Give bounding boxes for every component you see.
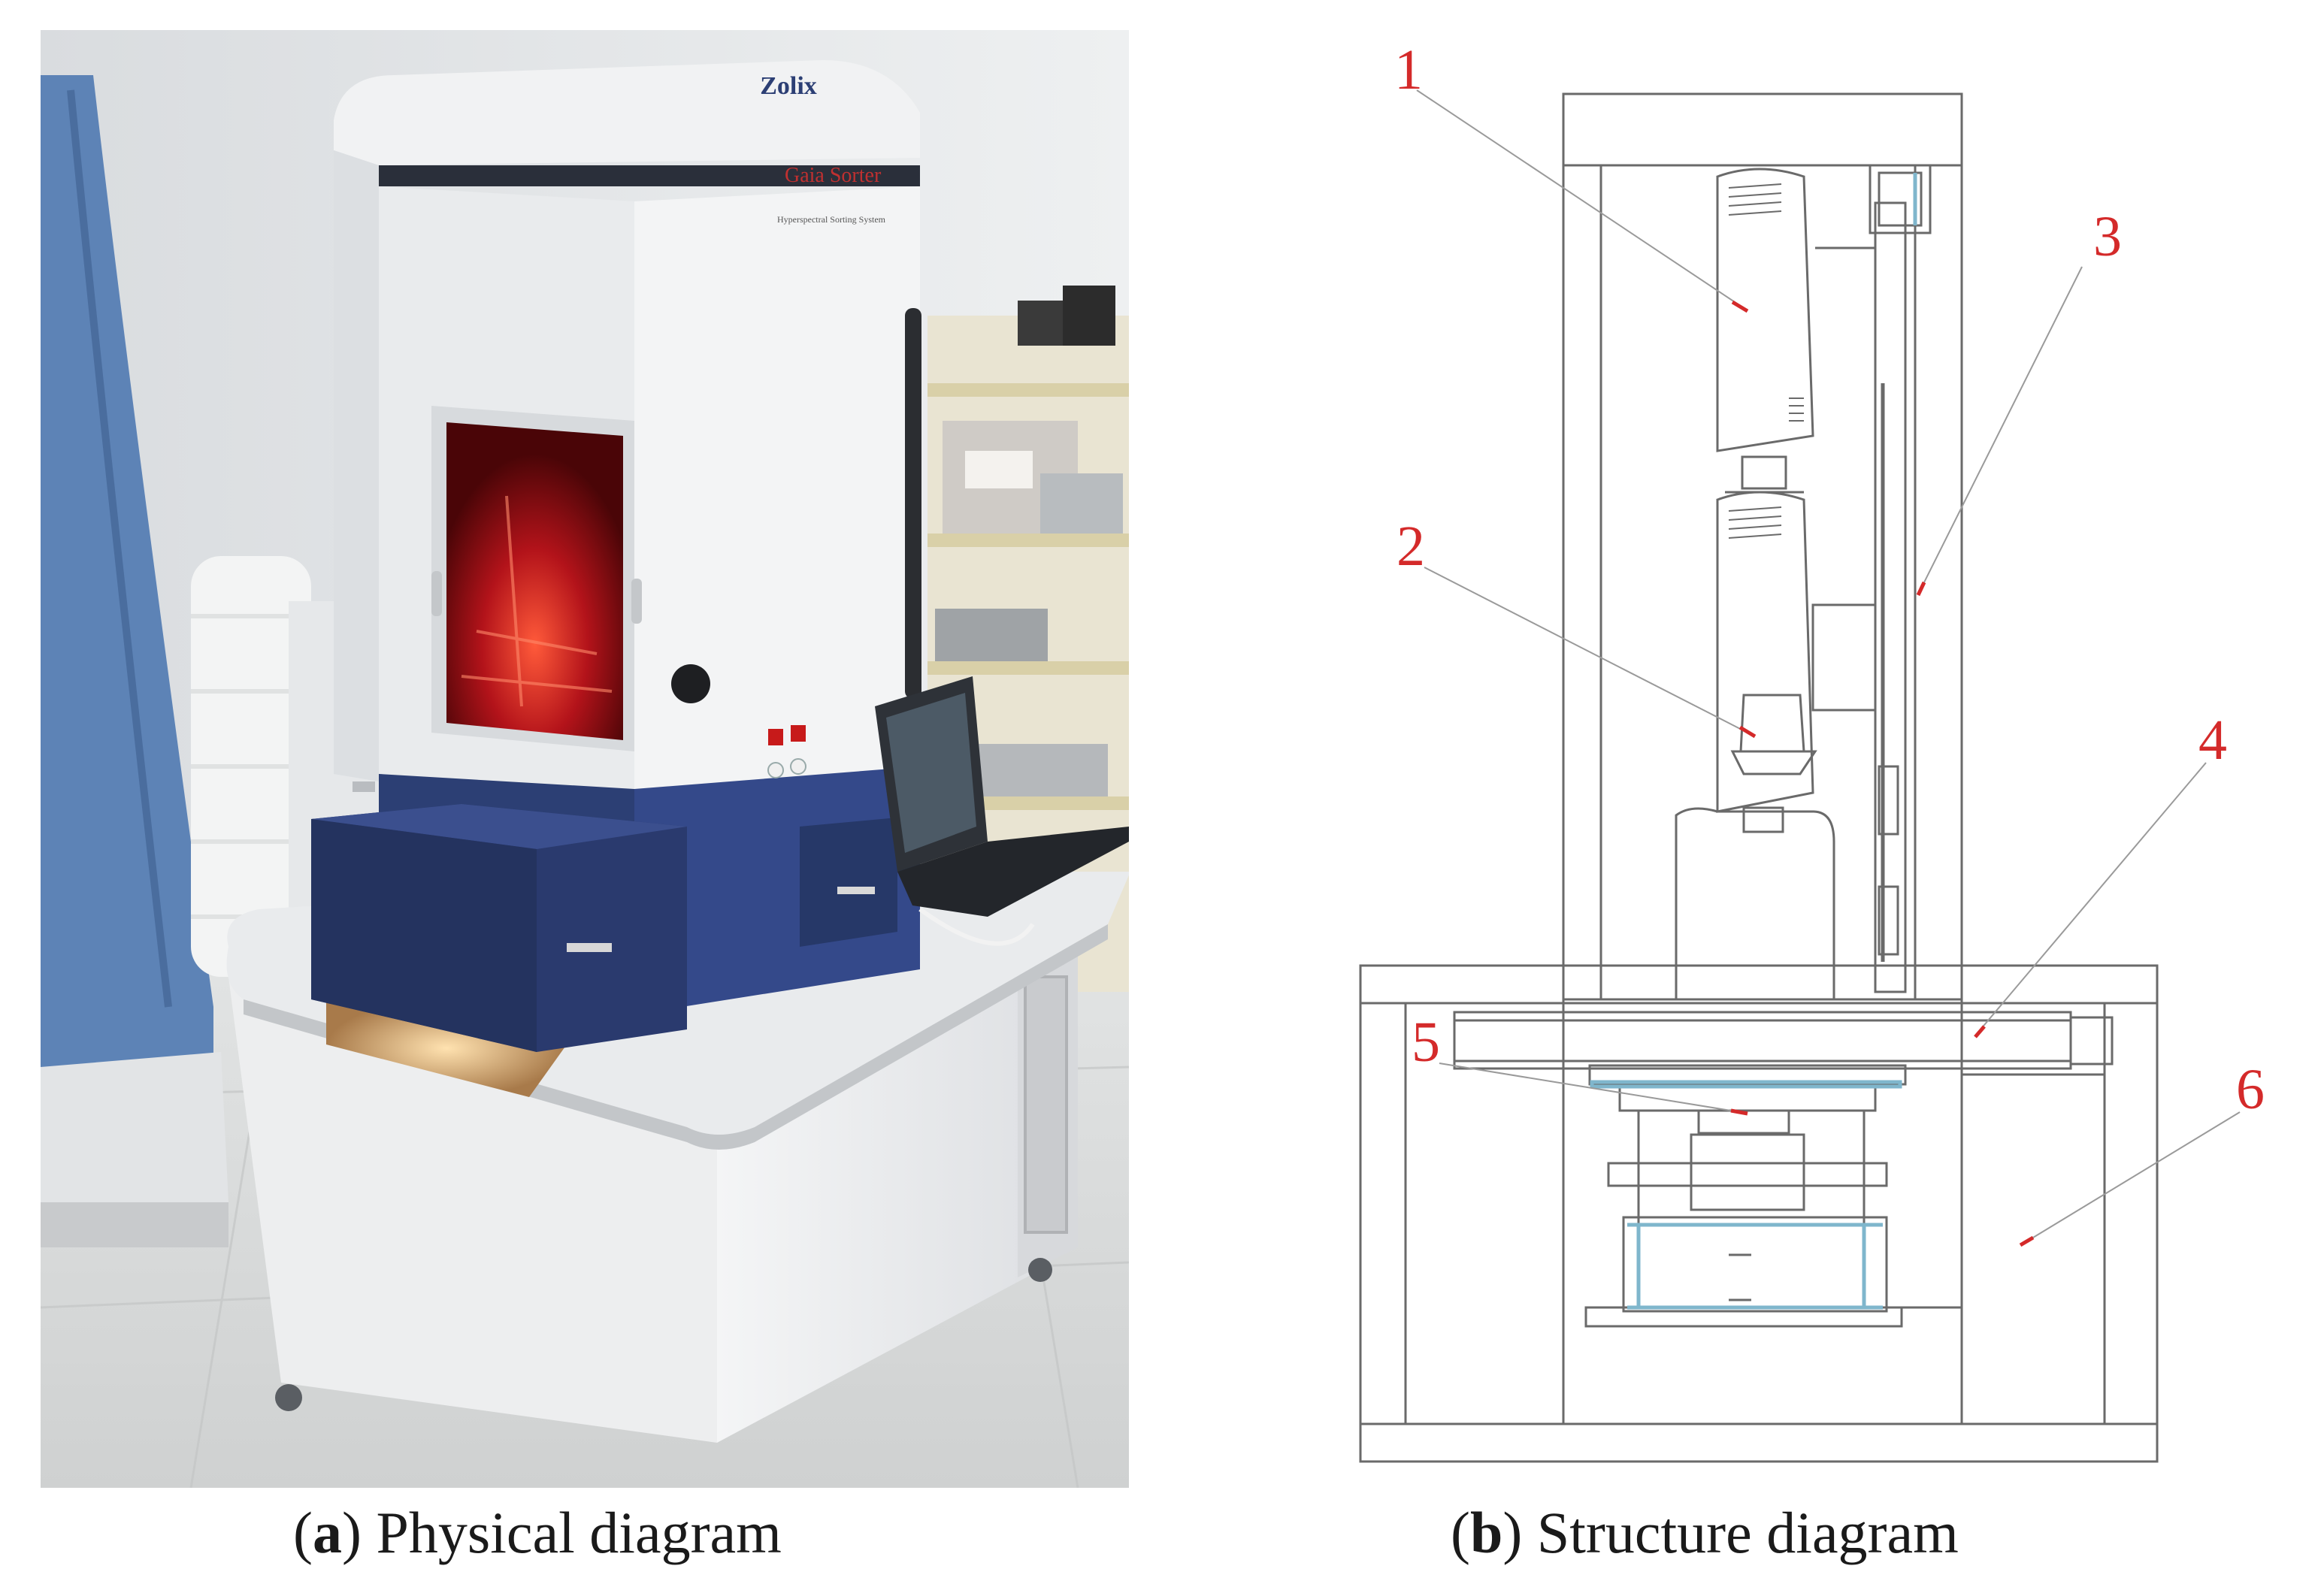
callout-labels: 1 2 3 4 5 6 (1394, 38, 2265, 1121)
callout-4: 4 (2198, 709, 2227, 772)
camera-vents (1728, 183, 1804, 539)
structure-drawing: 1 2 3 4 5 6 (1359, 38, 2265, 1463)
caption-a-text: Physical diagram (376, 1500, 782, 1565)
caption-b-letter: b (1469, 1500, 1503, 1565)
callout-5: 5 (1412, 1011, 1440, 1074)
leader-lines (1416, 89, 2241, 1241)
caption-structure-diagram: (b) Structure diagram (1451, 1500, 1959, 1565)
caption-b-text: Structure diagram (1536, 1500, 1959, 1565)
model-subtitle: Hyperspectral Sorting System (777, 214, 886, 225)
frame-lines (1359, 92, 2159, 1463)
physical-photo: Zolix Gaia Sorter Hyperspectral Sorting … (40, 30, 1130, 1489)
structure-diagram: 1 2 3 4 5 6 (1308, 30, 2324, 1488)
callout-2: 2 (1397, 515, 1425, 578)
caption-a-letter: a (312, 1500, 342, 1565)
callout-6: 6 (2236, 1058, 2265, 1121)
physical-photo-illustration: Zolix Gaia Sorter Hyperspectral Sorting … (40, 30, 1130, 1489)
caption-physical-diagram: (a) Physical diagram (293, 1500, 782, 1565)
callout-arrows (1730, 300, 2035, 1247)
brand-logo: Zolix (760, 72, 817, 100)
model-name: Gaia Sorter (785, 164, 882, 187)
callout-1: 1 (1394, 38, 1423, 101)
blue-accents (1590, 173, 1917, 1310)
callout-3: 3 (2093, 205, 2122, 268)
